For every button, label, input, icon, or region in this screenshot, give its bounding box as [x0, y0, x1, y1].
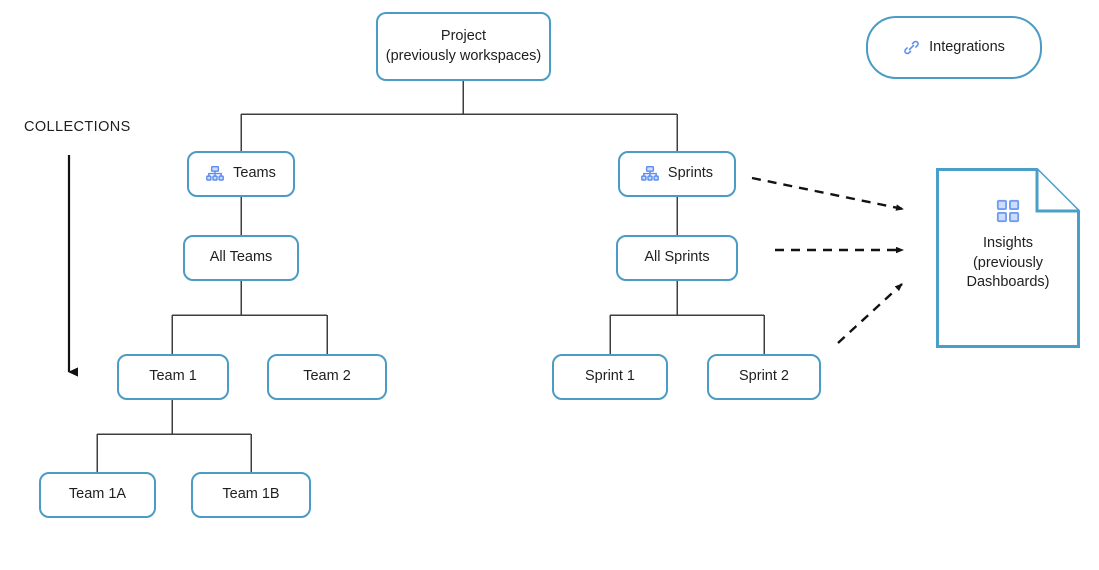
node-integrations-label: Integrations — [929, 38, 1005, 55]
node-teams[interactable]: Teams — [187, 151, 295, 197]
node-insights[interactable]: Insights (previously Dashboards) — [936, 168, 1080, 348]
org-chart-icon — [206, 165, 225, 183]
node-insights-label: Insights (previously Dashboards) — [966, 235, 1050, 291]
node-team-1[interactable]: Team 1 — [117, 354, 229, 400]
node-sprint-1-label: Sprint 1 — [585, 368, 635, 385]
grid-dashboard-icon — [995, 198, 1021, 224]
node-all-teams[interactable]: All Teams — [183, 235, 299, 281]
node-project-label: Project (previously workspaces) — [385, 27, 542, 64]
node-team-1a-label: Team 1A — [68, 486, 127, 503]
node-team-1a[interactable]: Team 1A — [39, 472, 156, 518]
document-shape — [936, 168, 1080, 348]
node-team-1b[interactable]: Team 1B — [191, 472, 311, 518]
node-all-sprints-label: All Sprints — [644, 249, 710, 266]
link-chain-icon — [903, 39, 920, 56]
node-sprints-label: Sprints — [667, 165, 714, 182]
node-teams-label: Teams — [233, 165, 276, 182]
node-team-1b-label: Team 1B — [222, 486, 280, 503]
collections-label: COLLECTIONS — [24, 119, 131, 135]
org-chart-icon — [641, 165, 659, 183]
node-sprint-1[interactable]: Sprint 1 — [552, 354, 668, 400]
node-team-2-label: Team 2 — [303, 368, 351, 385]
node-sprints[interactable]: Sprints — [618, 151, 736, 197]
node-team-1-label: Team 1 — [149, 368, 197, 385]
node-sprint-2-label: Sprint 2 — [739, 368, 789, 385]
node-project[interactable]: Project (previously workspaces) — [376, 12, 551, 81]
dashed-edge-sprint2-insights — [837, 283, 903, 344]
node-sprint-2[interactable]: Sprint 2 — [707, 354, 821, 400]
dashed-edge-sprints-insights — [751, 176, 904, 211]
node-all-sprints[interactable]: All Sprints — [616, 235, 738, 281]
node-integrations[interactable]: Integrations — [866, 16, 1042, 79]
node-team-2[interactable]: Team 2 — [267, 354, 387, 400]
node-all-teams-label: All Teams — [209, 249, 273, 266]
